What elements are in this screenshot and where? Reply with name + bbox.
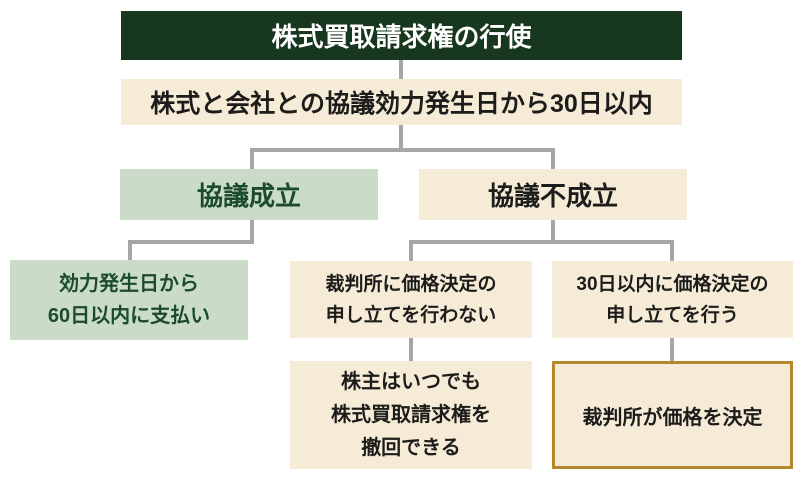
node-court-decides-price: 裁判所が価格を決定 bbox=[552, 361, 793, 469]
node-withdraw-line1: 株主はいつでも bbox=[341, 370, 481, 393]
connector-title-to-deadline bbox=[399, 60, 403, 79]
connector-agreement-elbow bbox=[128, 240, 254, 244]
connector-no-agreement-stem bbox=[551, 220, 555, 244]
connector-deadline-stem bbox=[399, 125, 403, 152]
node-title: 株式買取請求権の行使 bbox=[121, 11, 682, 60]
node-agreement-failed-label: 協議不成立 bbox=[487, 181, 618, 211]
connector-petition-to-court bbox=[670, 338, 674, 361]
connector-branch-horizontal bbox=[250, 148, 555, 152]
node-court-decides-price-label: 裁判所が価格を決定 bbox=[582, 406, 763, 429]
node-withdraw-line2: 株式買取請求権を bbox=[331, 403, 491, 426]
node-title-label: 株式買取請求権の行使 bbox=[271, 22, 532, 52]
node-withdraw-right: 株主はいつでも 株式買取請求権を 撤回できる bbox=[290, 361, 532, 469]
connector-branch-to-agreement bbox=[250, 148, 254, 169]
node-agreement-failed: 協議不成立 bbox=[419, 169, 687, 220]
connector-to-petition bbox=[670, 240, 674, 261]
connector-no-agreement-horizontal bbox=[409, 240, 674, 244]
node-agreement-reached-label: 協議成立 bbox=[196, 181, 301, 211]
node-no-petition-line1: 裁判所に価格決定の bbox=[325, 273, 497, 295]
node-petition-line2: 申し立てを行う bbox=[606, 304, 739, 326]
connector-to-no-petition bbox=[409, 240, 413, 261]
node-payment-within-60-days: 効力発生日から 60日以内に支払い bbox=[10, 260, 248, 340]
connector-to-payment bbox=[128, 240, 132, 260]
node-petition-within-30-days: 30日以内に価格決定の 申し立てを行う bbox=[552, 261, 793, 338]
node-agreement-reached: 協議成立 bbox=[120, 169, 378, 220]
connector-branch-to-no-agreement bbox=[551, 148, 555, 169]
node-no-petition-line2: 申し立てを行わない bbox=[325, 304, 497, 326]
node-negotiation-deadline-label: 株式と会社との協議効力発生日から30日以内 bbox=[150, 90, 653, 118]
connector-agreement-stem bbox=[250, 220, 254, 244]
node-withdraw-line3: 撤回できる bbox=[361, 436, 461, 459]
node-no-petition: 裁判所に価格決定の 申し立てを行わない bbox=[290, 261, 532, 338]
node-payment-line1: 効力発生日から bbox=[59, 273, 199, 295]
node-petition-line1: 30日以内に価格決定の bbox=[576, 273, 769, 295]
node-payment-line2: 60日以内に支払い bbox=[47, 305, 211, 327]
connector-no-petition-to-withdraw bbox=[409, 338, 413, 361]
node-negotiation-deadline: 株式と会社との協議効力発生日から30日以内 bbox=[121, 79, 682, 125]
